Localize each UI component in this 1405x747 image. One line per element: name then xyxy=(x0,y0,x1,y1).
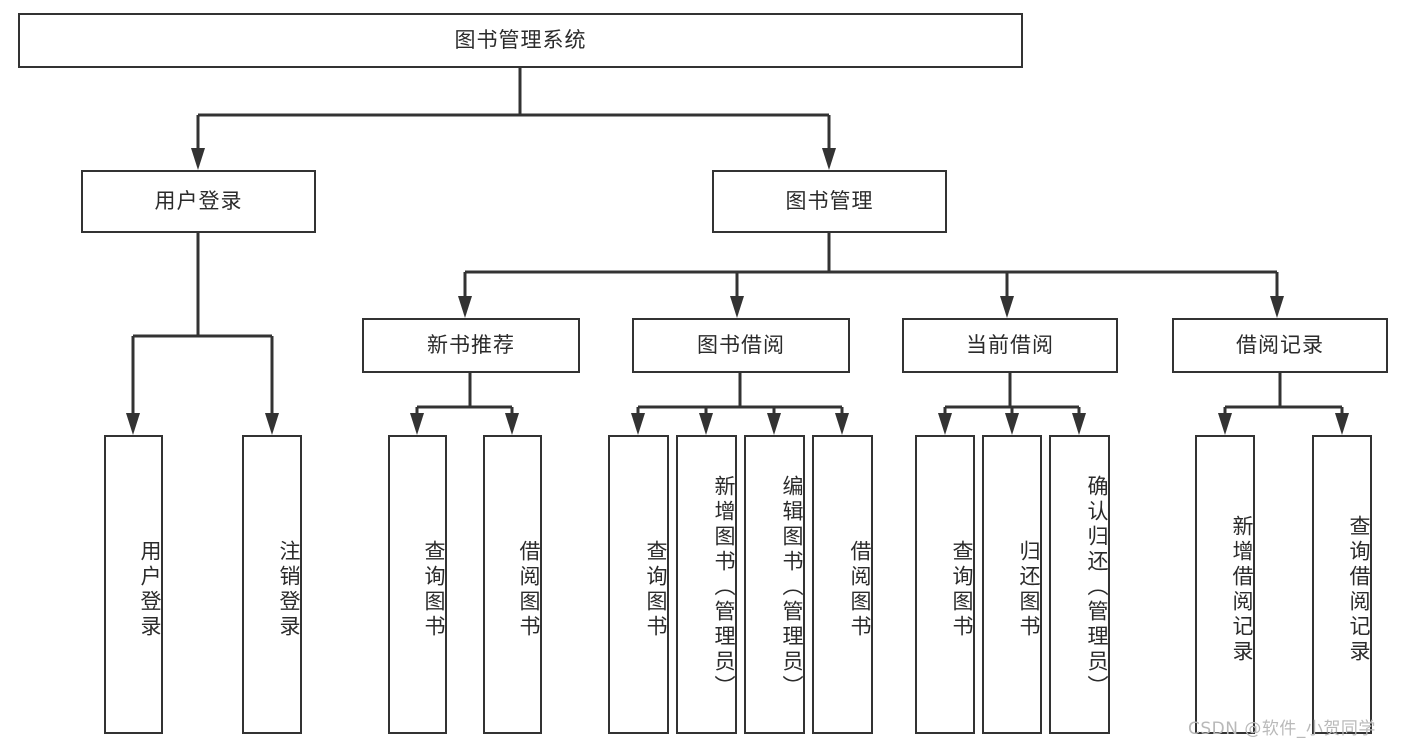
node-leaf-borrow-book-2[interactable]: 借阅图书 xyxy=(812,435,873,734)
node-leaf-edit-book[interactable]: 编辑图书（管理员） xyxy=(744,435,805,734)
csdn-watermark: CSDN @软件_小贺同学 xyxy=(1188,719,1376,739)
node-leaf-borrow-book-1[interactable]: 借阅图书 xyxy=(483,435,542,734)
node-leaf-return-book[interactable]: 归还图书 xyxy=(982,435,1042,734)
node-book-borrow[interactable]: 图书借阅 xyxy=(632,318,850,373)
node-leaf-add-book[interactable]: 新增图书（管理员） xyxy=(676,435,737,734)
node-leaf-query-book-3[interactable]: 查询图书 xyxy=(915,435,975,734)
node-current-borrow[interactable]: 当前借阅 xyxy=(902,318,1118,373)
node-leaf-query-book-1[interactable]: 查询图书 xyxy=(388,435,447,734)
node-book-manage[interactable]: 图书管理 xyxy=(712,170,947,233)
node-leaf-query-record[interactable]: 查询借阅记录 xyxy=(1312,435,1372,734)
node-leaf-logout[interactable]: 注销登录 xyxy=(242,435,302,734)
node-leaf-confirm-return[interactable]: 确认归还（管理员） xyxy=(1049,435,1110,734)
node-leaf-query-book-2[interactable]: 查询图书 xyxy=(608,435,669,734)
node-leaf-add-record[interactable]: 新增借阅记录 xyxy=(1195,435,1255,734)
node-user-login[interactable]: 用户登录 xyxy=(81,170,316,233)
node-borrow-record[interactable]: 借阅记录 xyxy=(1172,318,1388,373)
node-root[interactable]: 图书管理系统 xyxy=(18,13,1023,68)
node-new-book-recommend[interactable]: 新书推荐 xyxy=(362,318,580,373)
node-leaf-user-login[interactable]: 用户登录 xyxy=(104,435,163,734)
